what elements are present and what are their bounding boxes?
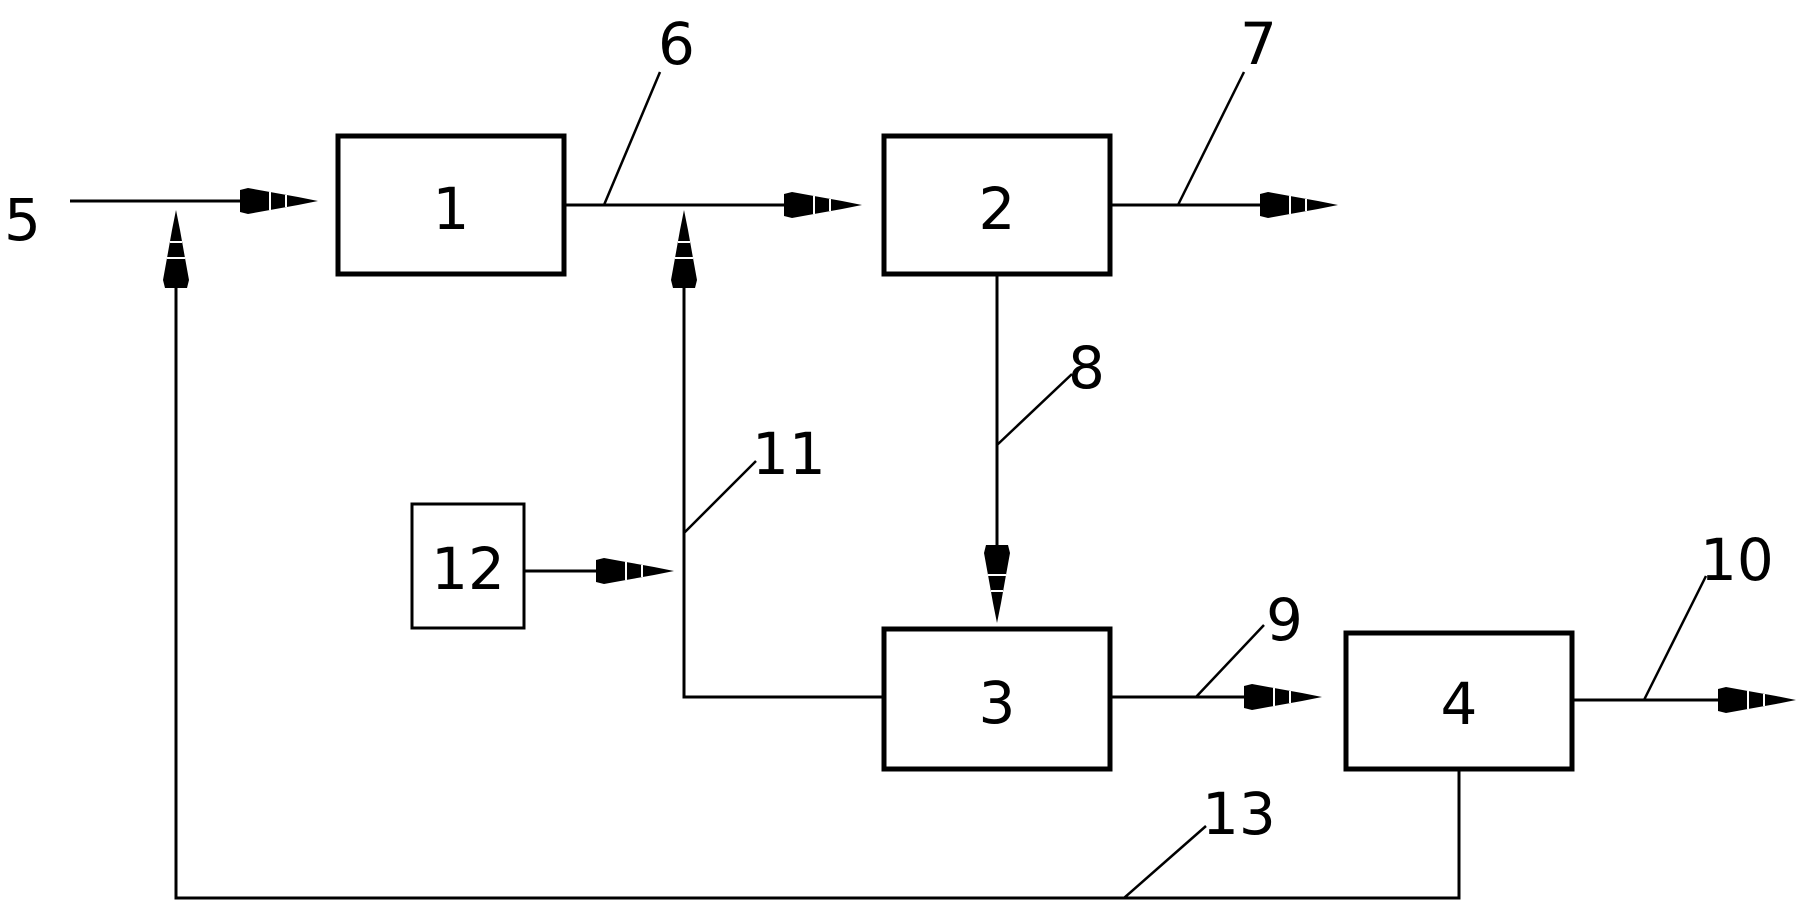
stream-9-arrow [1243,683,1323,711]
ref-13: 13 [1202,780,1276,848]
ref-11: 11 [752,420,826,488]
leader-11 [683,460,757,534]
ref-8: 8 [1068,334,1105,402]
stream-13-arrow [162,209,190,289]
stream-5-arrow [239,187,319,215]
stream-11-arrow [670,209,698,289]
stream-7-arrow [1259,191,1339,219]
ref-10: 10 [1700,526,1774,594]
stream-12-arrow [595,557,675,585]
stream-6-arrow [783,191,863,219]
ref-5: 5 [4,186,41,254]
leader-13 [1123,825,1207,899]
box-2 [881,133,1113,277]
leader-7 [1176,71,1246,206]
leader-6 [602,71,662,206]
box-2-label: 2 [979,175,1016,243]
leader-8 [996,373,1073,446]
ref-6: 6 [658,10,695,78]
box-1-label: 1 [433,175,470,243]
stream-11-line [682,288,884,699]
box-3-label: 3 [979,669,1016,737]
box-12-label: 12 [431,535,505,603]
box-3 [881,626,1113,772]
leader-10 [1642,575,1708,701]
ref-9: 9 [1266,586,1303,654]
stream-8-arrow [983,544,1011,624]
stream-13-line [174,288,1461,900]
ref-7: 7 [1240,10,1277,78]
box-4-label: 4 [1441,670,1478,738]
leader-9 [1195,624,1265,698]
box-12 [410,502,526,630]
box-1 [335,133,567,277]
stream-10-arrow [1717,686,1797,714]
